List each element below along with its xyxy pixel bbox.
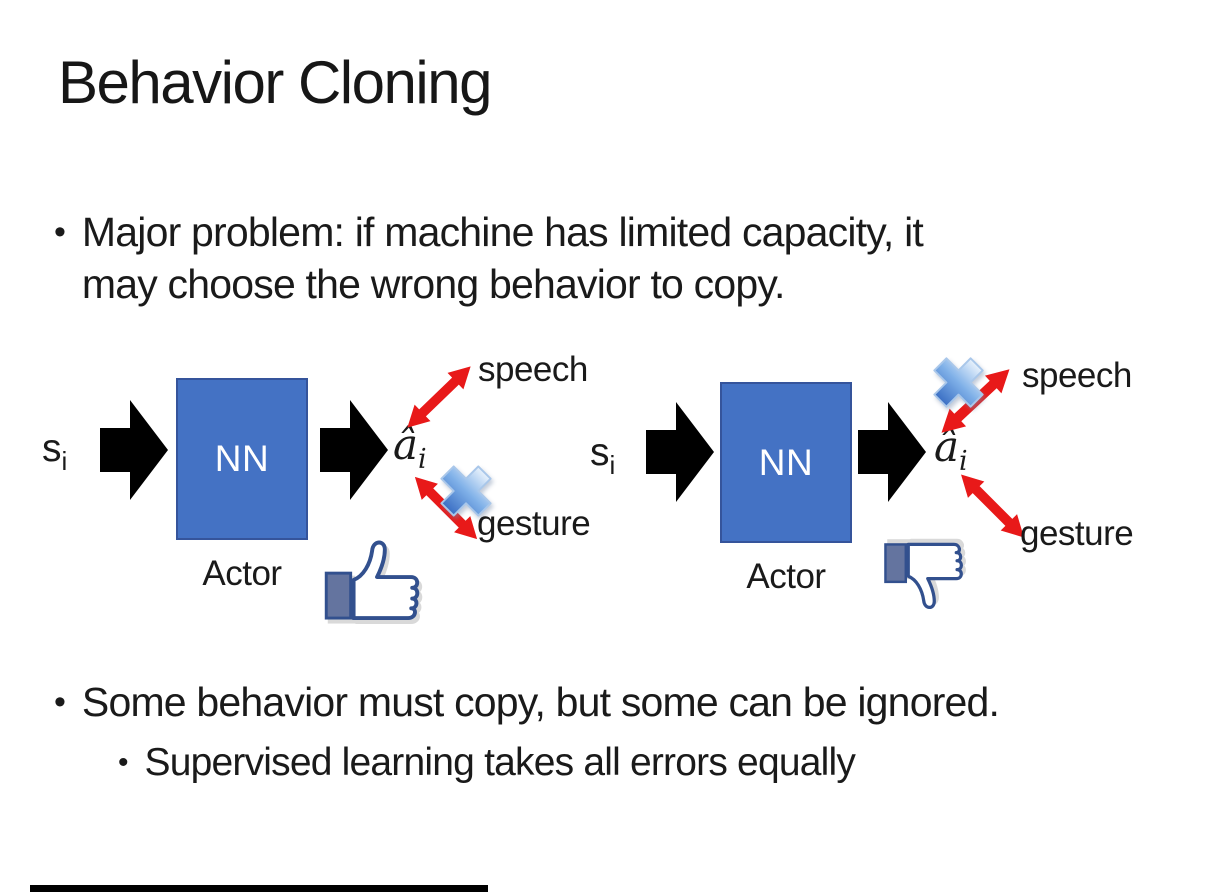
block-arrow-right-icon (858, 402, 926, 502)
a-hat-base: â (393, 420, 419, 469)
a-hat-sub: i (418, 444, 427, 475)
right-input-s-i: si (590, 431, 615, 481)
double-headed-arrow-icon (961, 474, 1024, 538)
left-output-a-hat-i: âi (393, 420, 427, 475)
bullet-marker: • (118, 746, 129, 779)
double-headed-arrow-icon (407, 366, 471, 428)
s-sub: i (61, 446, 68, 476)
bullet-marker: • (54, 213, 66, 251)
block-arrow-right-icon (320, 400, 388, 500)
block-arrow-right-icon (646, 402, 714, 502)
right-nn-box: NN (720, 382, 852, 543)
nn-label: NN (758, 441, 814, 483)
right-gesture-label: gesture (1020, 514, 1134, 553)
bullet-line-2: may choose the wrong behavior to copy. (81, 261, 786, 307)
left-actor-label: Actor (202, 554, 282, 593)
bullet-some-behavior: • Some behavior must copy, but some can … (54, 676, 1000, 728)
right-actor-label: Actor (746, 557, 826, 596)
s-base: s (42, 427, 62, 470)
thumbs-up-icon (324, 540, 420, 621)
page-title: Behavior Cloning (58, 49, 492, 116)
bullet-line-1: Major problem: if machine has limited ca… (81, 209, 924, 255)
left-speech-label: speech (478, 350, 588, 389)
bullet-some-behavior-text: Some behavior must copy, but some can be… (81, 679, 1000, 725)
bottom-partial-bar (30, 885, 488, 892)
a-hat-sub: i (959, 446, 968, 477)
cross-x-icon (933, 357, 984, 408)
left-nn-box: NN (176, 378, 308, 540)
bullet-supervised-text: Supervised learning takes all errors equ… (144, 741, 856, 784)
cross-x-icon (440, 465, 492, 517)
bullet-supervised: • Supervised learning takes all errors e… (118, 738, 856, 788)
thumbs-down-icon (884, 542, 963, 610)
s-sub: i (609, 450, 616, 480)
left-input-s-i: si (42, 427, 67, 477)
bullet-major-problem-text: Major problem: if machine has limited ca… (81, 206, 924, 310)
s-base: s (590, 431, 610, 474)
nn-label: NN (214, 438, 270, 479)
right-speech-label: speech (1022, 356, 1132, 395)
bullet-marker: • (54, 683, 66, 721)
left-gesture-label: gesture (477, 504, 591, 543)
bullet-major-problem: • Major problem: if machine has limited … (54, 206, 924, 310)
block-arrow-right-icon (100, 400, 168, 500)
